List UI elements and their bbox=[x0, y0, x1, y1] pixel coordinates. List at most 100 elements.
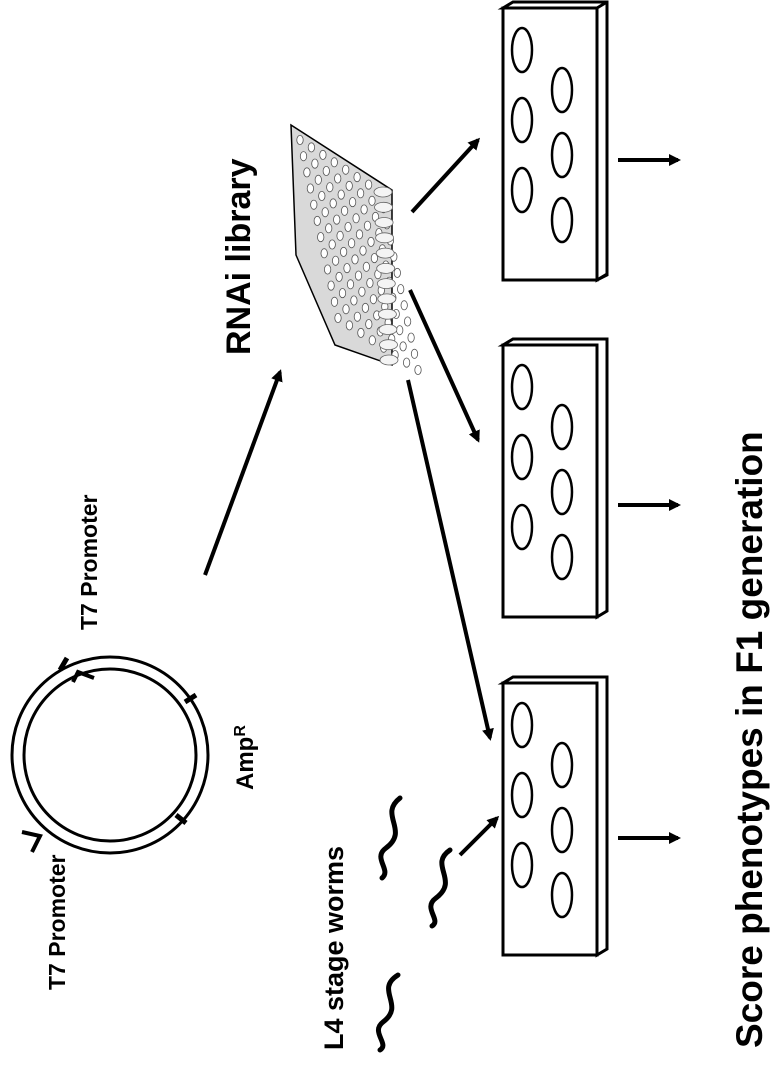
library-well bbox=[328, 281, 334, 290]
library-well bbox=[356, 230, 362, 239]
library-well bbox=[362, 303, 368, 312]
library-tube-tip bbox=[377, 263, 395, 273]
library-well bbox=[323, 166, 329, 175]
score-phenotypes-label: Score phenotypes in F1 generation bbox=[729, 431, 770, 1048]
library-well bbox=[366, 320, 372, 329]
library-well bbox=[358, 328, 364, 337]
library-well bbox=[400, 342, 406, 351]
library-well bbox=[338, 190, 344, 199]
library-well bbox=[332, 256, 338, 265]
library-well bbox=[343, 305, 349, 314]
library-well bbox=[415, 365, 421, 374]
library-well bbox=[403, 358, 409, 367]
library-well bbox=[369, 196, 375, 205]
library-well bbox=[324, 265, 330, 274]
library-well bbox=[318, 233, 324, 242]
worm-icon bbox=[431, 850, 450, 926]
library-tube-tip bbox=[378, 294, 396, 304]
library-well bbox=[336, 272, 342, 281]
library-well bbox=[352, 255, 358, 264]
library-well bbox=[340, 247, 346, 256]
library-well bbox=[363, 262, 369, 271]
library-tube-tip bbox=[380, 355, 398, 365]
library-well bbox=[355, 271, 361, 280]
library-well bbox=[304, 168, 310, 177]
library-well bbox=[357, 189, 363, 198]
library-well bbox=[361, 205, 367, 214]
library-well bbox=[349, 198, 355, 207]
library-tube-tip bbox=[375, 218, 393, 228]
library-well bbox=[329, 240, 335, 249]
library-well bbox=[369, 336, 375, 345]
arrow-icon bbox=[410, 290, 478, 440]
library-well bbox=[404, 317, 410, 326]
library-tube-tip bbox=[376, 248, 394, 258]
library-well bbox=[308, 143, 314, 152]
library-well bbox=[345, 222, 351, 231]
arrow-icon bbox=[412, 140, 478, 212]
worm-icon bbox=[381, 798, 400, 878]
library-well bbox=[331, 297, 337, 306]
library-well bbox=[368, 237, 374, 246]
library-well bbox=[344, 264, 350, 273]
library-tube-tip bbox=[377, 279, 395, 289]
library-well bbox=[398, 285, 404, 294]
plasmid-ring-icon bbox=[12, 657, 208, 853]
library-well bbox=[364, 221, 370, 230]
arrow-icon bbox=[460, 818, 497, 855]
library-well bbox=[365, 180, 371, 189]
library-well bbox=[346, 181, 352, 190]
library-well bbox=[319, 191, 325, 200]
multiwell-plate-icon bbox=[503, 2, 607, 280]
t7-promoter-left-label: T7 Promoter bbox=[44, 854, 70, 990]
multiwell-plate-icon bbox=[503, 677, 607, 955]
library-tube-tip bbox=[378, 309, 396, 319]
library-well bbox=[330, 199, 336, 208]
library-well bbox=[348, 239, 354, 248]
library-well bbox=[394, 268, 400, 277]
library-tube-tip bbox=[380, 340, 398, 350]
library-well bbox=[347, 280, 353, 289]
library-well bbox=[341, 206, 347, 215]
library-well bbox=[360, 246, 366, 255]
library-well bbox=[314, 216, 320, 225]
library-well bbox=[331, 158, 337, 167]
library-well bbox=[326, 224, 332, 233]
l4-worms-label: L4 stage worms bbox=[319, 846, 349, 1050]
library-well bbox=[322, 208, 328, 217]
library-well bbox=[312, 159, 318, 168]
library-well bbox=[401, 301, 407, 310]
library-well bbox=[354, 312, 360, 321]
library-well bbox=[335, 313, 341, 322]
rnai-library-label: RNAi library bbox=[220, 158, 258, 355]
library-well bbox=[311, 200, 317, 209]
library-tube-tip bbox=[375, 202, 393, 212]
library-well bbox=[337, 231, 343, 240]
arrow-icon bbox=[205, 372, 280, 575]
library-tube-tip bbox=[379, 325, 397, 335]
library-well bbox=[354, 173, 360, 182]
library-well bbox=[297, 135, 303, 144]
library-well bbox=[397, 326, 403, 335]
arrow-icon bbox=[408, 380, 490, 738]
library-well bbox=[359, 287, 365, 296]
library-well bbox=[334, 215, 340, 224]
library-well bbox=[320, 150, 326, 159]
library-well bbox=[351, 296, 357, 305]
ampr-label: AmpR bbox=[232, 725, 259, 790]
library-well bbox=[327, 183, 333, 192]
library-well bbox=[367, 278, 373, 287]
library-tube-tip bbox=[376, 233, 394, 243]
t7-promoter-top-label: T7 Promoter bbox=[76, 494, 102, 630]
library-well bbox=[315, 175, 321, 184]
library-well bbox=[346, 321, 352, 330]
library-well bbox=[353, 214, 359, 223]
library-tube-tip bbox=[374, 187, 392, 197]
multiwell-plate-icon bbox=[503, 339, 607, 617]
worm-icon bbox=[378, 975, 398, 1050]
library-well bbox=[300, 152, 306, 161]
library-well bbox=[370, 295, 376, 304]
library-well bbox=[343, 165, 349, 174]
library-well bbox=[307, 184, 313, 193]
